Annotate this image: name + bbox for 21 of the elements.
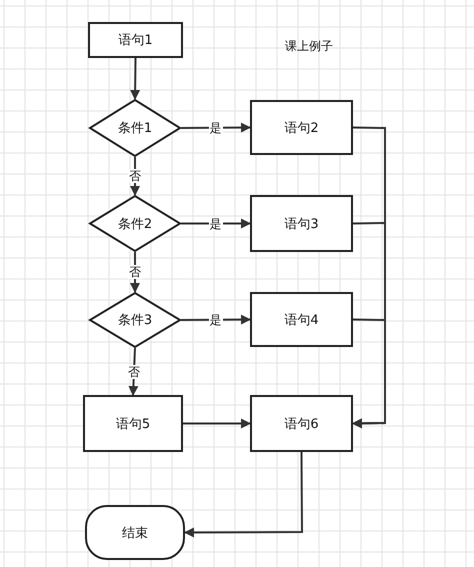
process-box: 语句5 xyxy=(83,395,183,452)
process-box: 语句2 xyxy=(250,100,353,155)
condition-text: 条件2 xyxy=(118,216,152,232)
process-box: 语句4 xyxy=(250,292,353,347)
edge-label: 是 xyxy=(208,216,222,230)
edge-label: 否 xyxy=(127,364,141,378)
arrow xyxy=(184,452,303,538)
edge-label: 是 xyxy=(208,120,222,135)
note-text: 课上例子 xyxy=(285,38,333,55)
edge-label: 是 xyxy=(208,312,222,327)
terminal-box: 结束 xyxy=(85,505,185,560)
process-box: 语句3 xyxy=(250,195,353,252)
edge-label: 否 xyxy=(128,169,142,183)
condition-text: 条件3 xyxy=(118,312,152,329)
arrow xyxy=(130,58,140,100)
arrow xyxy=(352,318,386,428)
edge-label: 否 xyxy=(128,265,142,279)
arrow xyxy=(183,418,251,428)
condition-text: 条件1 xyxy=(118,120,152,137)
process-box: 语句6 xyxy=(250,395,353,452)
process-box: 语句1 xyxy=(88,22,183,58)
